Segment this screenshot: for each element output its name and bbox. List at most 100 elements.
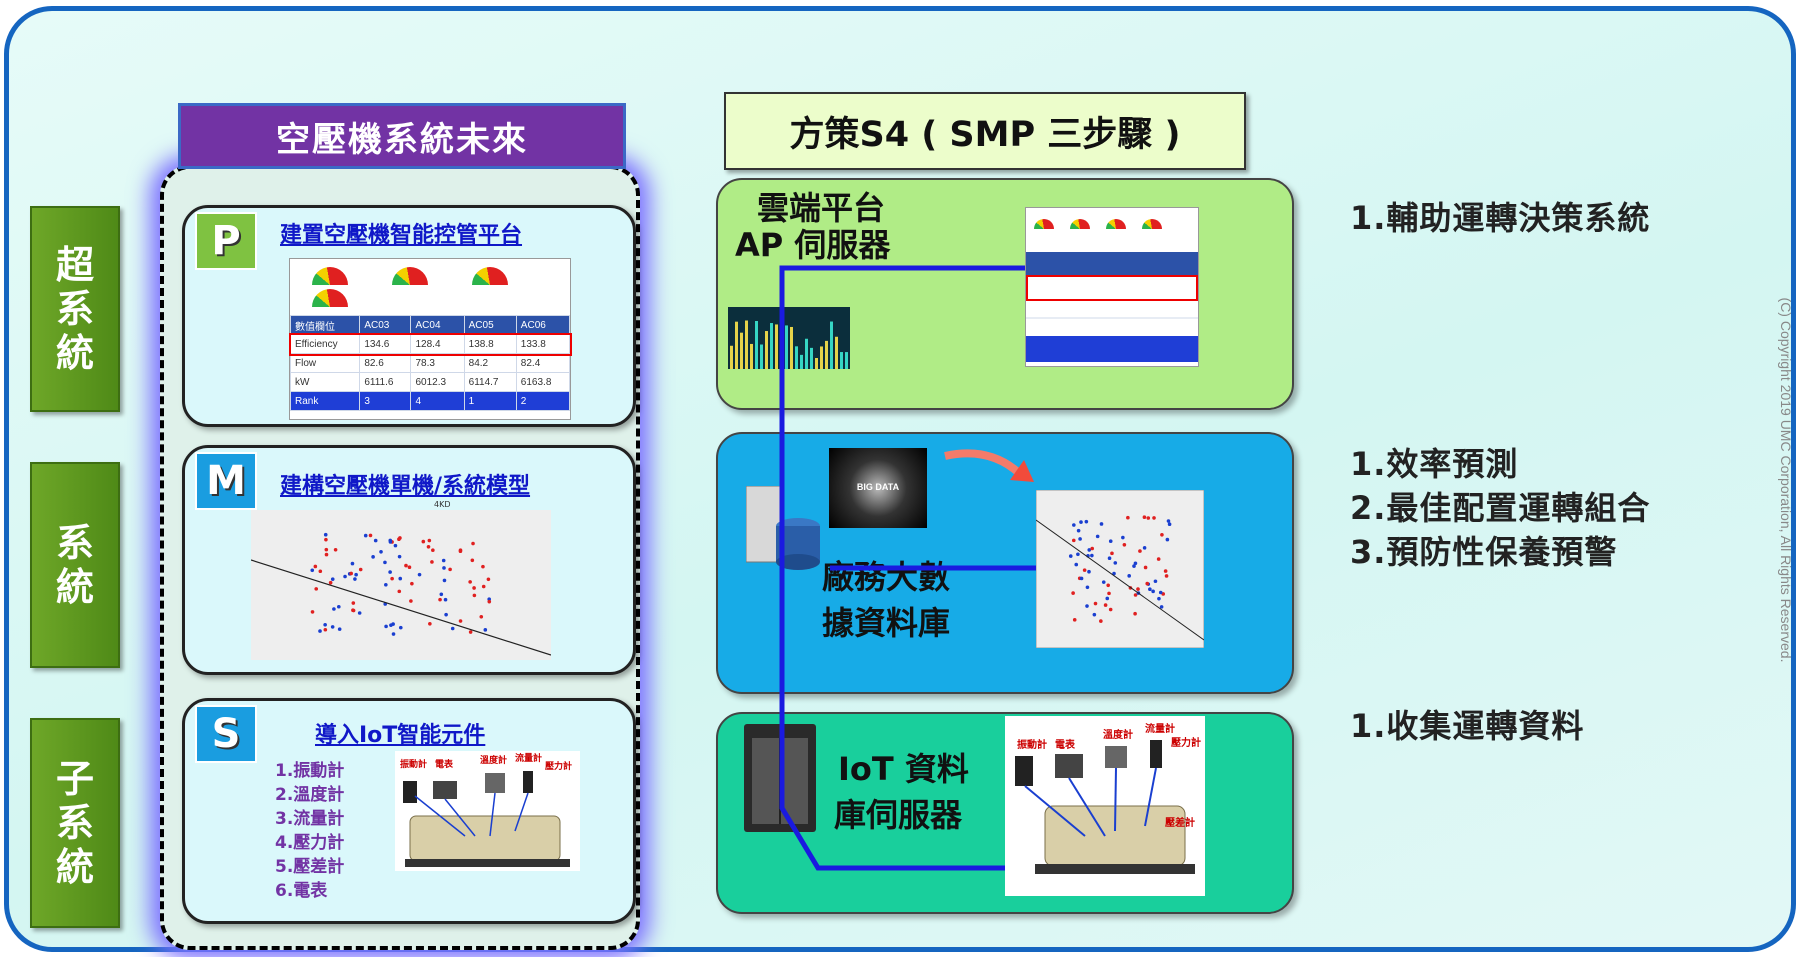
scatter-dot [383,560,387,565]
table-cell: 138.8 [463,334,517,354]
card-p-title: 建置空壓機智能控管平台 [280,223,523,248]
scatter-dot [1126,515,1130,520]
scatter-dot [358,567,363,572]
scatter-dot [1112,571,1116,576]
chart-background [1036,490,1204,648]
scatter-dot [1076,552,1080,557]
mini-table-header [1026,252,1198,276]
gauge-icon [392,267,428,285]
scatter-dot [1078,537,1082,541]
scatter-dot [332,607,336,611]
scatter-dot [330,577,335,581]
scatter-dot [373,538,378,543]
scatter-dot [1151,589,1155,594]
compressor-base [1035,864,1195,874]
label-char: 系 [55,287,94,331]
table-cell: 78.3 [410,353,465,373]
scatter-dot [1099,522,1104,526]
chart-caption: 4KD [434,500,451,509]
device-label: 溫度計 [480,754,507,766]
scatter-dot [353,577,357,581]
city-bar [780,349,783,369]
scatter-dot [1133,611,1137,616]
temperature-sensor-icon [485,773,505,793]
gauge-icon [1142,219,1162,229]
table-cell: 6012.3 [410,372,465,392]
sensor-link [1024,785,1086,837]
scatter-dot [487,599,492,604]
scatter-dot [388,570,392,574]
scatter-dot [337,627,342,631]
scatter-dot [393,543,398,548]
scatter-dot [458,549,463,554]
city-bar [770,323,773,369]
scatter-dot [1157,596,1161,601]
left-title: 空壓機系統未來 [178,103,626,169]
copyright-notice: (C) Copyright 2019 UMC Corporation, All … [1778,297,1794,663]
city-bar [785,325,788,369]
city-bar [790,326,793,369]
city-bar [775,324,778,369]
level-label-super-system: 超 系 統 [30,206,120,412]
compressor-body [409,815,561,862]
scatter-dot [310,610,315,614]
list-item: 6.電表 [275,881,328,901]
table-cell: Rank [289,391,361,411]
device-label: 溫度計 [1103,728,1133,741]
city-bar [795,346,798,369]
scatter-dot [1099,619,1103,623]
gauge-icon [1106,219,1126,229]
scatter-dot [1084,519,1089,524]
scatter-dot [1160,532,1164,537]
chart-background [251,510,551,660]
scatter-dot [391,632,396,636]
list-item: 4.壓力計 [275,833,345,853]
scatter-dot [313,564,318,569]
note-collect-data: 1.收集運轉資料 [1350,707,1585,745]
device-label: 壓力計 [1171,736,1201,749]
city-bar [735,321,738,369]
table-cell: kW [289,372,361,392]
arrow-shaft [944,449,1023,477]
city-bar [825,340,828,369]
scatter-dot [1142,515,1147,519]
list-item: 1.振動計 [275,761,345,781]
scatter-dot [1158,590,1163,595]
list-item: 5.壓差計 [275,857,345,877]
table-cell: 4 [410,391,465,411]
scatter-dot [439,592,444,597]
scatter-dot [1076,528,1081,533]
table-header: AC06 [515,315,571,335]
scatter-dot [1143,565,1148,570]
scatter-dot [1092,612,1097,617]
big-data-label: BIG DATA [856,482,900,492]
note-decision-support: 1.輔助運轉決策系統 [1350,199,1651,237]
scatter-dot [1085,585,1090,590]
scatter-dot [1156,557,1161,561]
city-bar [845,352,848,369]
scatter-dot [389,623,393,627]
scatter-dot [1110,551,1114,556]
scatter-dot [397,554,402,559]
city-bar [800,354,803,369]
mini-table [1026,252,1198,362]
sensor-link [1068,777,1106,837]
scatter-dot [398,576,403,581]
gauge-icon [312,267,348,285]
scatter-dot [351,601,356,605]
scatter-dot [1074,562,1079,567]
city-bar [730,345,733,369]
scatter-dot [1142,546,1147,550]
table-cell: 82.4 [515,353,571,373]
device-label: 流量計 [1145,722,1175,735]
vibration-sensor-icon [403,781,417,803]
note-preventive-maintenance: 3.預防性保養預警 [1350,533,1618,571]
iot-server-icon [744,724,816,832]
scatter-dot [1071,591,1075,595]
scatter-dot [323,622,327,627]
scatter-model-chart [251,510,551,660]
scatter-points [310,532,492,636]
db-label-2: 據資料庫 [822,604,951,642]
